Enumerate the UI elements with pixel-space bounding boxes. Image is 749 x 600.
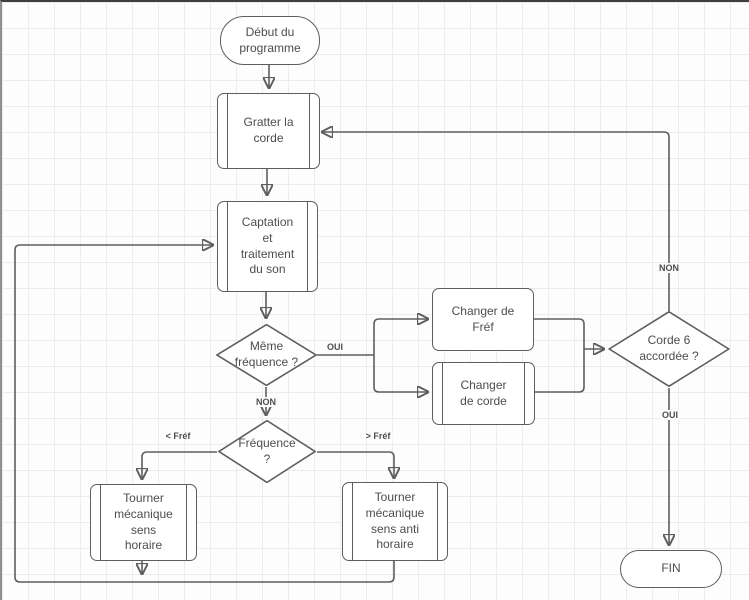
frequence-label: Fréquence ? xyxy=(238,435,296,466)
edge-changer-corde-merge[interactable] xyxy=(534,349,585,393)
edge-label-non-meme-frequence: NON xyxy=(254,397,278,407)
edge-loop-to-captation[interactable] xyxy=(14,245,395,583)
tourner-sens-anti-horaire-node[interactable]: Tourner mécanique sens anti horaire xyxy=(342,482,448,561)
diamond-shape xyxy=(218,420,316,483)
fin-node[interactable]: FIN xyxy=(620,550,722,588)
changer-de-corde-label: Changer de corde xyxy=(460,377,507,408)
tourner-sens-horaire-node[interactable]: Tourner mécanique sens horaire xyxy=(90,484,197,561)
tourner-sens-anti-horaire-label: Tourner mécanique sens anti horaire xyxy=(365,489,425,552)
gratter-la-corde-label: Gratter la corde xyxy=(243,115,294,145)
meme-frequence-label: Même fréquence ? xyxy=(234,339,299,369)
tourner-sens-horaire-label: Tourner mécanique sens horaire xyxy=(114,490,173,553)
edge-label-oui-meme-frequence: OUI xyxy=(324,342,346,352)
start-node[interactable]: Début du programme xyxy=(220,16,320,65)
changer-de-fref-label: Changer de Fréf xyxy=(451,303,515,334)
changer-de-corde-node[interactable]: Changer de corde xyxy=(432,362,535,425)
meme-frequence-decision[interactable]: Même fréquence ? xyxy=(216,324,317,386)
gratter-la-corde-node[interactable]: Gratter la corde xyxy=(217,93,320,169)
diamond-shape xyxy=(608,311,730,387)
edge-frequence-inf-to-tourner-horaire[interactable] xyxy=(142,451,217,479)
diamond-shape xyxy=(216,324,317,386)
edge-label-non-corde6: NON xyxy=(657,263,681,273)
edge-label-oui-corde6: OUI xyxy=(659,410,681,420)
edge-label-inf-fref: < Fréf xyxy=(163,431,193,441)
edge-label-sup-fref: > Fréf xyxy=(363,431,393,441)
edge-changer-fref-merge[interactable] xyxy=(533,318,585,349)
captation-traitement-label: Captation et traitement du son xyxy=(240,214,295,277)
edge-oui-to-changer-fref[interactable] xyxy=(373,319,428,355)
edge-oui-to-changer-corde[interactable] xyxy=(373,355,428,392)
edge-frequence-sup-to-tourner-anti[interactable] xyxy=(317,451,394,478)
corde6-accordee-label: Corde 6 accordée ? xyxy=(639,333,699,363)
edge-corde6-non-to-gratter[interactable] xyxy=(322,132,670,311)
frequence-decision[interactable]: Fréquence ? xyxy=(218,420,316,483)
captation-traitement-node[interactable]: Captation et traitement du son xyxy=(217,201,318,292)
changer-de-fref-node[interactable]: Changer de Fréf xyxy=(432,288,534,351)
fin-label: FIN xyxy=(661,561,681,576)
start-label: Début du programme xyxy=(239,24,301,55)
corde6-accordee-decision[interactable]: Corde 6 accordée ? xyxy=(608,311,730,387)
